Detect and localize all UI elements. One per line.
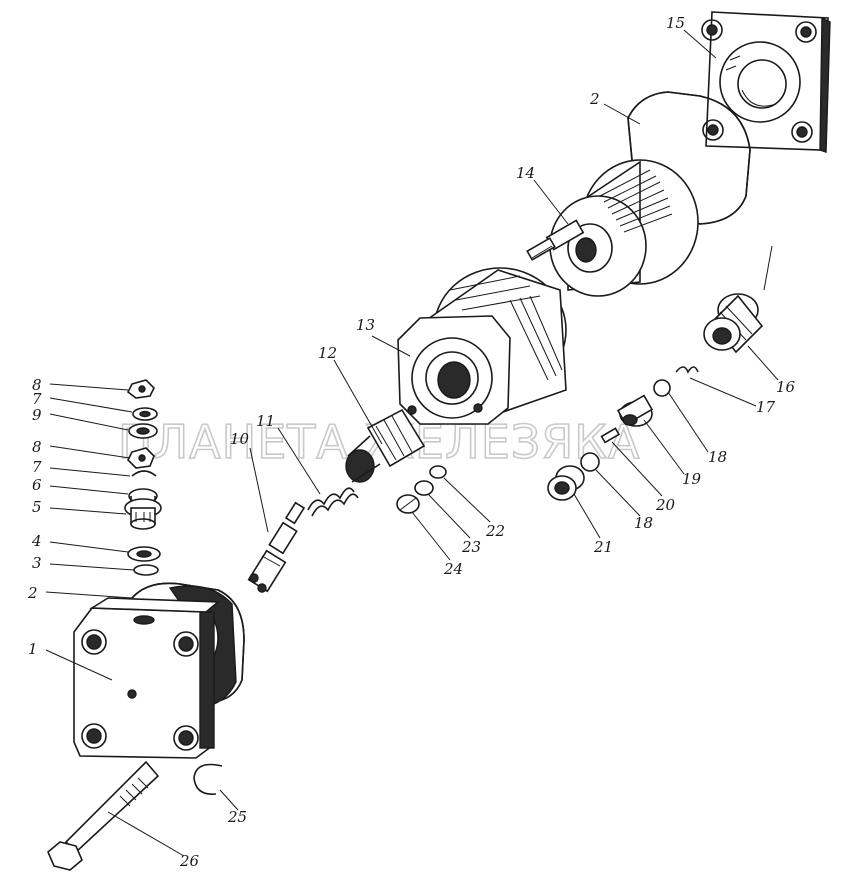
callout-9: 9	[32, 406, 42, 424]
callout-5: 5	[32, 498, 42, 516]
callout-14: 14	[516, 164, 535, 182]
part-4-washer	[127, 546, 161, 562]
callout-19: 19	[682, 470, 702, 488]
part-2-gasket-lower	[131, 582, 245, 703]
part-21-plug	[547, 465, 585, 501]
part-12-shaft	[345, 408, 426, 483]
part-5-adjusting-screw	[124, 498, 162, 530]
callout-2-upper: 2	[589, 90, 600, 108]
part-18-ball-lower	[580, 452, 600, 472]
callout-12: 12	[318, 344, 337, 362]
callout-4: 4	[31, 532, 42, 550]
callout-6: 6	[32, 476, 42, 494]
part-17-spring	[675, 366, 699, 374]
callout-23: 23	[461, 538, 481, 556]
callout-11: 11	[256, 412, 275, 430]
part-11-spring	[307, 487, 359, 517]
part-18-ball-upper	[653, 379, 671, 397]
callout-13: 13	[356, 316, 375, 334]
callout-8-top: 8	[32, 376, 42, 394]
part-23-oring	[414, 480, 434, 496]
callout-8-lower: 8	[32, 438, 42, 456]
callout-21: 21	[593, 538, 613, 556]
part-20-pin	[600, 427, 621, 444]
part-10-plunger	[247, 501, 306, 593]
callout-18-lower: 18	[634, 514, 653, 532]
callout-1: 1	[28, 640, 38, 658]
callout-24: 24	[443, 560, 463, 578]
callout-10: 10	[230, 430, 250, 448]
part-14-rotor	[526, 159, 699, 297]
callout-labels: 8 7 9 8 7 6 5 4 3 2 1 10 11 12 13 14 15 …	[27, 14, 796, 870]
part-19-valve-seat	[616, 394, 654, 427]
part-7-washer-top	[132, 407, 158, 421]
part-13-stator-housing	[397, 267, 567, 425]
callout-26: 26	[179, 852, 200, 870]
part-7-washer-lower	[131, 470, 157, 477]
part-25-snap-ring	[193, 763, 223, 795]
callout-17: 17	[756, 398, 776, 416]
callout-7-top: 7	[32, 390, 42, 408]
callout-18-upper: 18	[708, 448, 727, 466]
callout-7-lower: 7	[32, 458, 42, 476]
part-3-washer	[133, 564, 159, 576]
callout-25: 25	[227, 808, 247, 826]
part-26-bolt	[47, 760, 160, 871]
part-24-plug-screw	[396, 494, 420, 514]
callout-22: 22	[485, 522, 505, 540]
callout-3: 3	[32, 554, 42, 572]
part-22-oring	[429, 465, 447, 479]
part-15-rear-flange	[701, 11, 831, 153]
part-8-nut-top	[126, 379, 155, 399]
part-1-front-cover	[73, 585, 237, 759]
callout-2-lower: 2	[27, 584, 38, 602]
part-16-sleeve	[703, 293, 764, 354]
callout-15: 15	[666, 14, 685, 32]
part-8-nut-lower	[127, 447, 155, 469]
part-9-washer	[128, 423, 158, 439]
callout-20: 20	[655, 496, 676, 514]
callout-16: 16	[776, 378, 796, 396]
leader-lines	[45, 29, 779, 857]
